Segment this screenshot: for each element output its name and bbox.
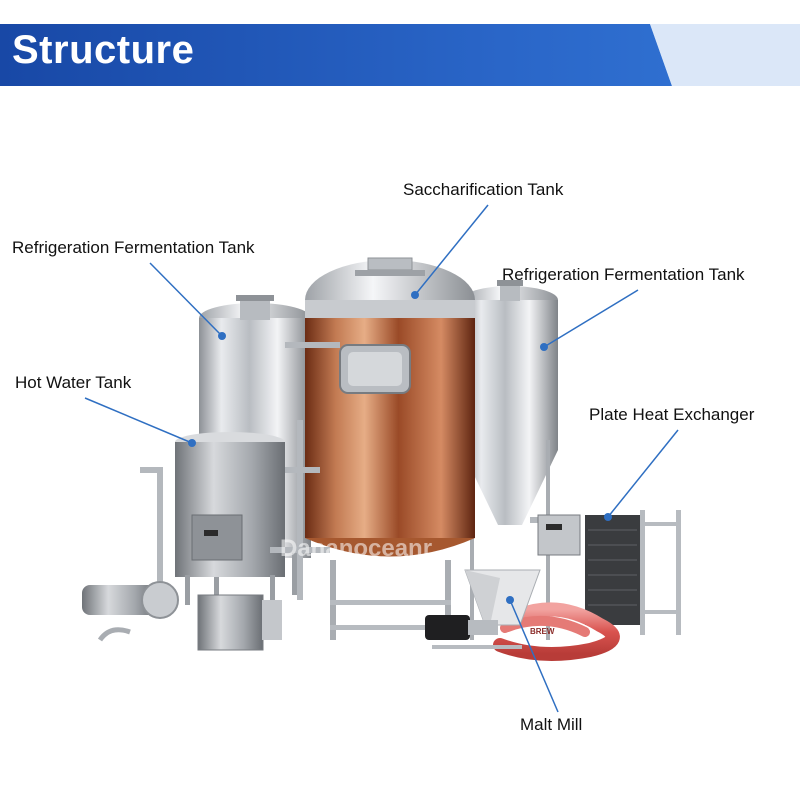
callout-lines (84, 204, 679, 713)
callout-line-malt-mill (509, 599, 559, 713)
watermark: Dananoceanr (280, 535, 432, 562)
label-plate-heat-exchanger: Plate Heat Exchanger (589, 405, 755, 424)
header-banner (0, 24, 800, 86)
right-control-panel (537, 514, 581, 556)
hose-print: BREW (530, 627, 555, 636)
label-malt-mill: Malt Mill (520, 715, 583, 734)
callout-dot-fermentation-left (218, 332, 226, 340)
callout-line-fermentation-right (543, 289, 639, 348)
label-fermentation-tank-right: Refrigeration Fermentation Tank (502, 265, 745, 284)
callout-line-saccharification (414, 204, 489, 296)
callout-line-heat-exchanger (607, 429, 679, 518)
callout-dot-fermentation-right (540, 343, 548, 351)
label-saccharification-tank: Saccharification Tank (403, 180, 564, 199)
page-title: Structure (12, 28, 195, 72)
callout-dot-heat-exchanger (604, 513, 612, 521)
label-fermentation-tank-left: Refrigeration Fermentation Tank (12, 238, 255, 257)
callout-line-hot-water (84, 397, 193, 444)
callout-dot-hot-water (188, 439, 196, 447)
malt-mill (425, 569, 541, 649)
hot-water-tank (175, 432, 285, 605)
piping (140, 342, 560, 600)
callout-dots (188, 291, 612, 604)
callout-dot-saccharification (411, 291, 419, 299)
pump (82, 581, 179, 642)
control-box (197, 594, 282, 651)
label-hot-water-tank: Hot Water Tank (15, 373, 132, 392)
callout-line-fermentation-left (149, 262, 223, 337)
callout-dot-malt-mill (506, 596, 514, 604)
plate-heat-exchanger (585, 510, 681, 635)
saccharification-tank (305, 257, 475, 640)
